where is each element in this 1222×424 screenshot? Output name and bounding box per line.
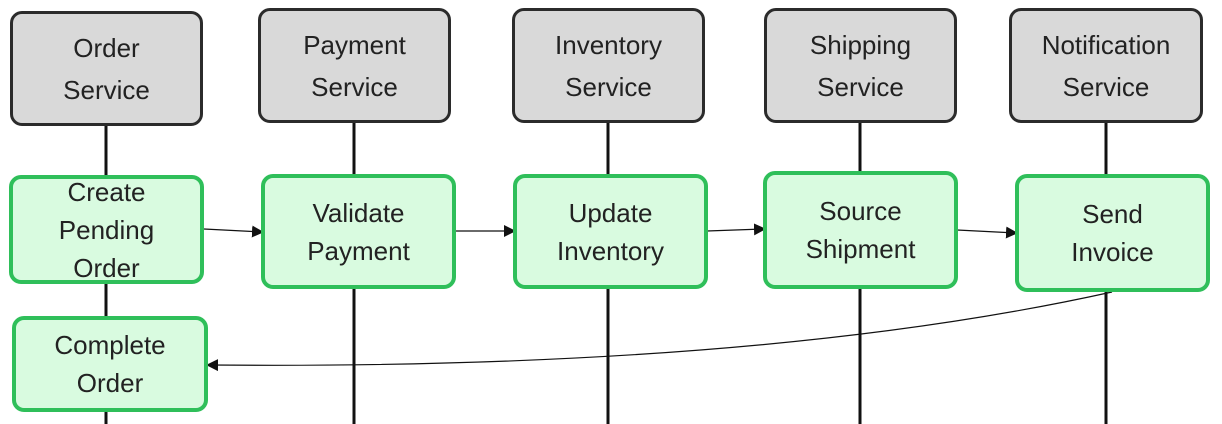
flow-arrow-send-to-complete xyxy=(206,291,1113,372)
step-create-pending-order-label: Create Pending Order xyxy=(58,176,155,283)
flow-arrow-source-to-send xyxy=(956,226,1018,239)
step-create-pending-order: Create Pending Order xyxy=(9,175,204,284)
step-validate-payment-label: Validate Payment xyxy=(307,197,410,266)
step-update-inventory-label: Update Inventory xyxy=(557,197,664,266)
service-order-label: Order Service xyxy=(63,32,150,105)
service-inventory: Inventory Service xyxy=(512,8,705,123)
step-complete-order-label: Complete Order xyxy=(54,330,166,398)
service-payment: Payment Service xyxy=(258,8,451,123)
flow-arrow-update-to-source xyxy=(706,223,766,236)
service-notification: Notification Service xyxy=(1009,8,1203,123)
step-complete-order: Complete Order xyxy=(12,316,208,412)
step-send-invoice-label: Send Invoice xyxy=(1071,199,1154,267)
flow-arrow-create-to-validate xyxy=(203,225,264,238)
step-validate-payment: Validate Payment xyxy=(261,174,456,289)
service-notification-label: Notification Service xyxy=(1041,29,1171,102)
step-source-shipment: Source Shipment xyxy=(763,171,958,289)
step-send-invoice: Send Invoice xyxy=(1015,174,1210,292)
step-source-shipment-label: Source Shipment xyxy=(805,196,916,264)
step-update-inventory: Update Inventory xyxy=(513,174,708,289)
service-order: Order Service xyxy=(10,11,203,126)
service-payment-label: Payment Service xyxy=(303,29,406,102)
service-inventory-label: Inventory Service xyxy=(555,29,662,102)
service-shipping: Shipping Service xyxy=(764,8,957,123)
service-shipping-label: Shipping Service xyxy=(809,29,912,102)
